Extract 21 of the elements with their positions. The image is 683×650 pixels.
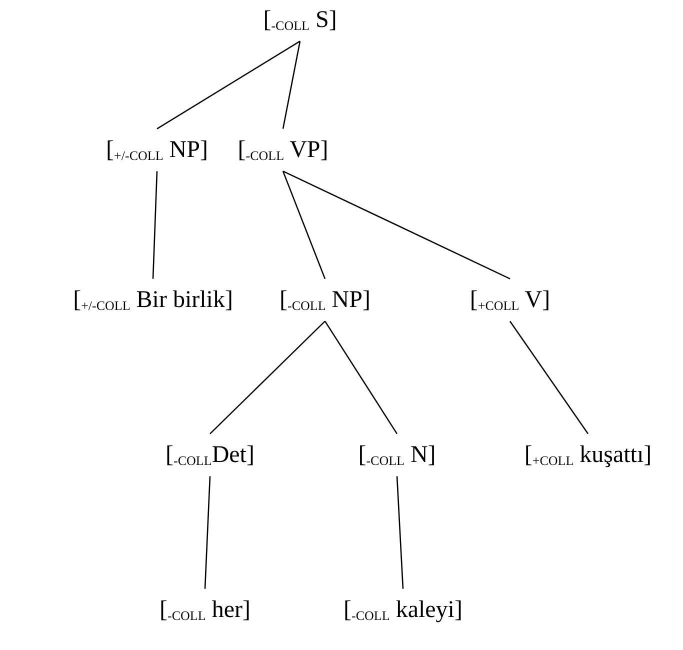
- tree-node-label: [$_{+/-COLL}$ NP]: [106, 136, 208, 164]
- tree-node-label: [$_{-COLL}$Det]: [166, 442, 254, 468]
- tree-node-label: [$_{-COLL}$ VP]: [238, 136, 328, 164]
- tree-branch-line: [282, 170, 510, 280]
- tree-branch-line: [396, 476, 404, 589]
- tree-node-label: [$_{-COLL}$ NP]: [280, 286, 370, 314]
- tree-node-label: [$_{-COLL}$ her]: [160, 596, 250, 624]
- tree-node-label: [$_{-COLL}$ kaleyi]: [344, 596, 462, 624]
- tree-node-label: [$_{-COLL}$ N]: [358, 442, 436, 468]
- tree-branch-line: [282, 170, 326, 280]
- tree-branch-line: [324, 320, 398, 434]
- tree-node-label: [$_{+COLL}$ kuşattı]: [524, 442, 652, 468]
- tree-branch-line: [282, 41, 301, 129]
- tree-branch-line: [509, 320, 589, 434]
- tree-node-label: [$_{+COLL}$ V]: [470, 286, 550, 314]
- tree-node-label: [$_{-COLL}$ S]: [263, 6, 337, 34]
- tree-branch-line: [210, 320, 326, 434]
- tree-node-label: [$_{+/-COLL}$ Bir birlik]: [73, 286, 233, 314]
- tree-branch-line: [204, 476, 211, 589]
- tree-branch-line: [156, 40, 300, 130]
- tree-branch-line: [152, 171, 158, 279]
